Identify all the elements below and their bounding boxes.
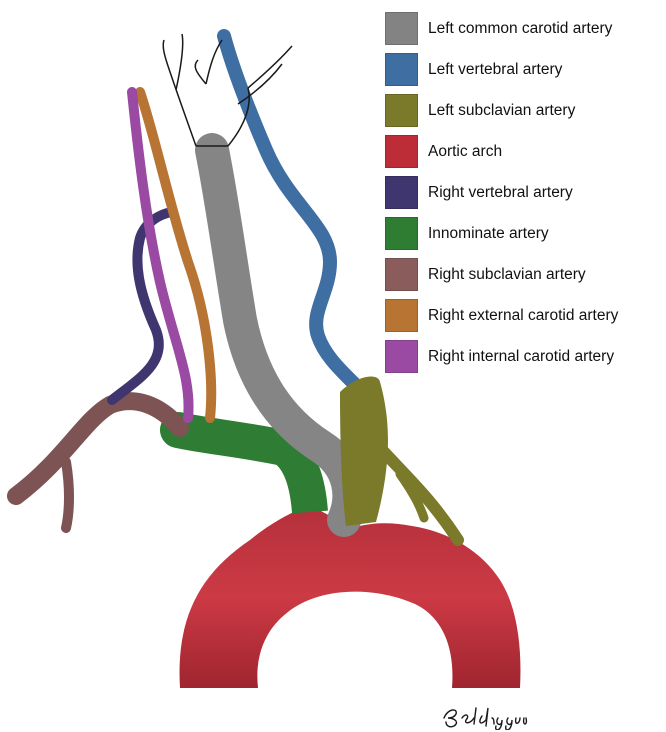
legend-swatch <box>385 176 418 209</box>
legend-swatch <box>385 135 418 168</box>
legend-label: Innominate artery <box>428 225 549 243</box>
legend-label: Aortic arch <box>428 143 502 161</box>
legend-swatch <box>385 94 418 127</box>
legend-item-right-subclavian: Right subclavian artery <box>385 254 666 295</box>
legend-label: Right vertebral artery <box>428 184 573 202</box>
legend-item-left-common-carotid: Left common carotid artery <box>385 8 666 49</box>
legend-item-innominate: Innominate artery <box>385 213 666 254</box>
legend-label: Left vertebral artery <box>428 61 562 79</box>
legend-swatch <box>385 258 418 291</box>
legend-item-left-vertebral: Left vertebral artery <box>385 49 666 90</box>
legend-label: Right internal carotid artery <box>428 348 614 366</box>
innominate-artery <box>178 430 284 448</box>
legend-swatch <box>385 12 418 45</box>
right-subclavian-branch <box>66 462 69 528</box>
legend-swatch <box>385 340 418 373</box>
legend-item-aortic-arch: Aortic arch <box>385 131 666 172</box>
legend-label: Right subclavian artery <box>428 266 586 284</box>
legend-label: Right external carotid artery <box>428 307 618 325</box>
innominate-artery-base <box>284 448 310 512</box>
legend-swatch <box>385 53 418 86</box>
legend-item-right-internal-carotid: Right internal carotid artery <box>385 336 666 377</box>
legend-item-left-subclavian: Left subclavian artery <box>385 90 666 131</box>
legend-label: Left common carotid artery <box>428 20 612 38</box>
legend-item-right-external-carotid: Right external carotid artery <box>385 295 666 336</box>
legend-label: Left subclavian artery <box>428 102 575 120</box>
right-subclavian-artery <box>16 401 180 496</box>
legend-swatch <box>385 217 418 250</box>
legend-item-right-vertebral: Right vertebral artery <box>385 172 666 213</box>
artist-signature <box>440 700 530 730</box>
legend-swatch <box>385 299 418 332</box>
